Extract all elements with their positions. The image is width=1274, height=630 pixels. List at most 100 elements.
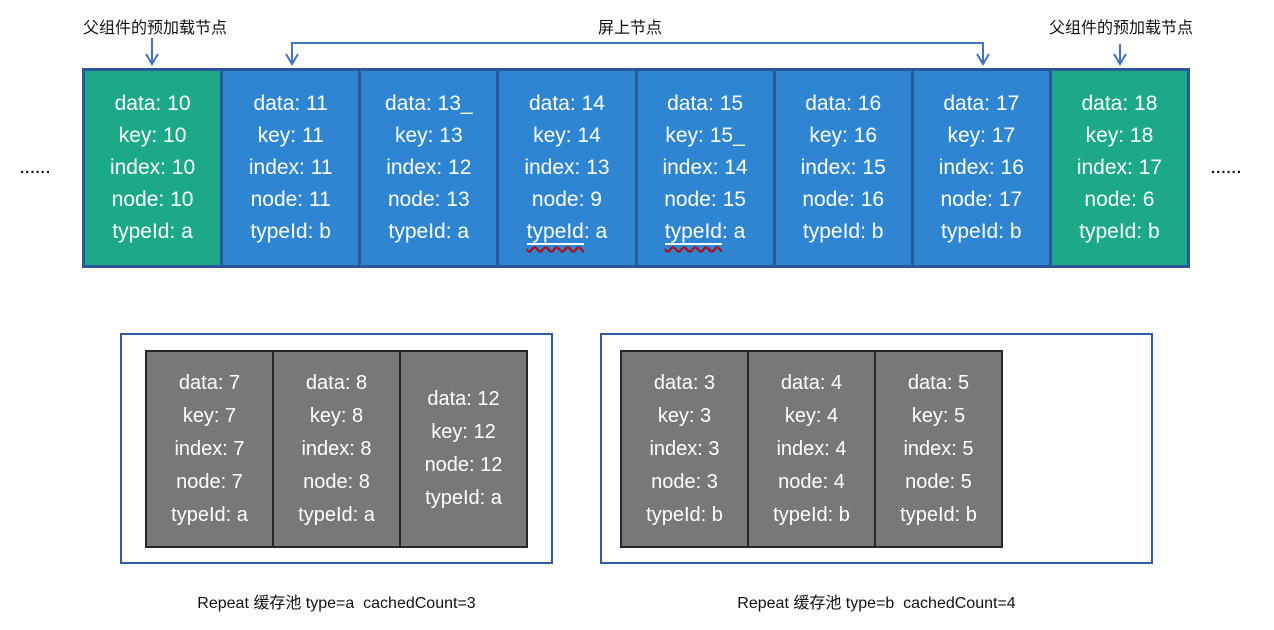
node-line: index: 3 (649, 437, 720, 460)
node-line: typeId: b (646, 503, 723, 526)
node-line: typeId: b (250, 220, 331, 243)
node-line: typeId: b (1079, 220, 1160, 243)
node-card-data16: data: 16 key: 16 index: 15 node: 16 typeId: … (772, 68, 914, 268)
node-line: node: 6 (1084, 188, 1155, 211)
node-line: node: 4 (778, 470, 845, 493)
node-card-data14: data: 14 key: 14 index: 13 node: 9 typeId: a (496, 68, 638, 268)
node-line: node: 9 (531, 188, 602, 211)
node-line: index: 12 (386, 156, 472, 179)
cached-node-data12: data: 12 key: 12 node: 12 typeId: a (399, 350, 528, 548)
ellipsis-left: ...... (20, 160, 52, 177)
node-line: typeId: b (900, 503, 977, 526)
node-line: node: 7 (176, 470, 243, 493)
node-line: data: 5 (907, 371, 970, 394)
node-line: index: 13 (524, 156, 610, 179)
node-line: key: 12 (431, 421, 496, 443)
label-preload-left: 父组件的预加载节点 (82, 20, 227, 37)
node-line: key: 4 (784, 404, 839, 427)
node-line: key: 18 (1085, 124, 1154, 147)
node-line: data: 4 (780, 371, 843, 394)
node-line: index: 10 (109, 156, 196, 179)
down-arrowhead-icon (1113, 53, 1127, 66)
node-line: typeId: a (298, 503, 375, 526)
node-line: data: 12 (427, 388, 500, 410)
node-line: typeId: a (388, 220, 470, 243)
node-line: key: 5 (911, 404, 966, 427)
node-card-data11: data: 11 key: 11 index: 11 node: 11 typeId: … (220, 68, 362, 268)
node-line: data: 7 (178, 371, 241, 394)
node-line: node: 11 (250, 188, 331, 211)
node-line: key: 3 (657, 404, 712, 427)
node-line: data: 11 (253, 92, 328, 115)
node-card-data13: data: 13_ key: 13 index: 12 node: 13 typeId:… (358, 68, 500, 268)
node-line: node: 8 (303, 470, 370, 493)
node-line: index: 14 (662, 156, 748, 179)
label-onscreen: 屏上节点 (597, 20, 662, 37)
node-line: data: 8 (305, 371, 368, 394)
node-line: typeId: b (773, 503, 850, 526)
node-line: index: 17 (1076, 156, 1163, 179)
cache-pool-type-a: data: 7 key: 7 index: 7 node: 7 typeId: a da… (120, 333, 553, 564)
node-line: typeId: b (802, 220, 884, 243)
node-line: data: 18 (1081, 92, 1158, 115)
node-row: data: 10 key: 10 index: 10 node: 10 typeId: … (82, 68, 1190, 268)
label-preload-right: 父组件的预加载节点 (1048, 20, 1193, 37)
node-card-data18: data: 18 key: 18 index: 17 node: 6 typeId: b (1048, 68, 1190, 268)
node-line: data: 13_ (385, 92, 473, 115)
connector-overlay (145, 38, 1127, 66)
node-line: key: 16 (809, 124, 878, 147)
node-line: node: 16 (802, 188, 885, 211)
node-line: key: 7 (182, 404, 237, 427)
pool-a-caption: Repeat 缓存池 type=a cachedCount=3 (197, 595, 476, 612)
node-line: node: 12 (424, 454, 503, 476)
node-card-data10: data: 10 key: 10 index: 10 node: 10 typeId: … (82, 68, 224, 268)
node-line: key: 8 (309, 404, 364, 427)
node-line: key: 10 (118, 124, 187, 147)
node-line: data: 15 (667, 92, 744, 115)
node-line: index: 7 (174, 437, 245, 460)
cache-pool-a-boxes: data: 7 key: 7 index: 7 node: 7 typeId: a da… (145, 350, 528, 548)
node-line: index: 16 (938, 156, 1024, 179)
node-line: index: 8 (301, 437, 372, 460)
node-line: data: 3 (653, 371, 716, 394)
node-line: typeId: a (526, 220, 608, 245)
node-line: index: 11 (248, 156, 333, 179)
node-line: node: 17 (940, 188, 1023, 211)
node-line: data: 14 (528, 92, 605, 115)
cached-node-data5: data: 5 key: 5 index: 5 node: 5 typeId: b (874, 350, 1003, 548)
node-line: index: 5 (903, 437, 974, 460)
node-line: node: 13 (387, 188, 470, 211)
down-arrowhead-icon (285, 53, 299, 66)
node-line: key: 13 (394, 124, 463, 147)
node-line: typeId: a (425, 487, 502, 509)
node-line: key: 17 (947, 124, 1016, 147)
onscreen-bracket-line (291, 42, 984, 62)
node-card-data15: data: 15 key: 15_ index: 14 node: 15 typeId:… (634, 68, 776, 268)
node-line: key: 11 (257, 124, 324, 147)
down-arrowhead-icon (976, 53, 990, 66)
node-line: index: 15 (800, 156, 886, 179)
node-line: node: 15 (664, 188, 746, 211)
cached-node-data4: data: 4 key: 4 index: 4 node: 4 typeId: b (747, 350, 876, 548)
node-line: data: 16 (805, 92, 882, 115)
node-line: data: 10 (114, 92, 191, 115)
node-line: typeId: a (112, 220, 193, 243)
node-line: index: 4 (776, 437, 847, 460)
pool-b-caption: Repeat 缓存池 type=b cachedCount=4 (737, 595, 1016, 612)
node-line: typeId: a (664, 220, 746, 245)
misspelled-word: typeId (526, 220, 584, 245)
down-arrowhead-icon (145, 53, 159, 66)
cached-node-data8: data: 8 key: 8 index: 8 node: 8 typeId: a (272, 350, 401, 548)
node-line: node: 10 (111, 188, 194, 211)
node-line: node: 5 (905, 470, 972, 493)
misspelled-word: typeId (664, 220, 722, 245)
node-line: key: 14 (533, 124, 601, 147)
node-line: key: 15_ (665, 124, 745, 147)
node-line: typeId: b (941, 220, 1022, 243)
